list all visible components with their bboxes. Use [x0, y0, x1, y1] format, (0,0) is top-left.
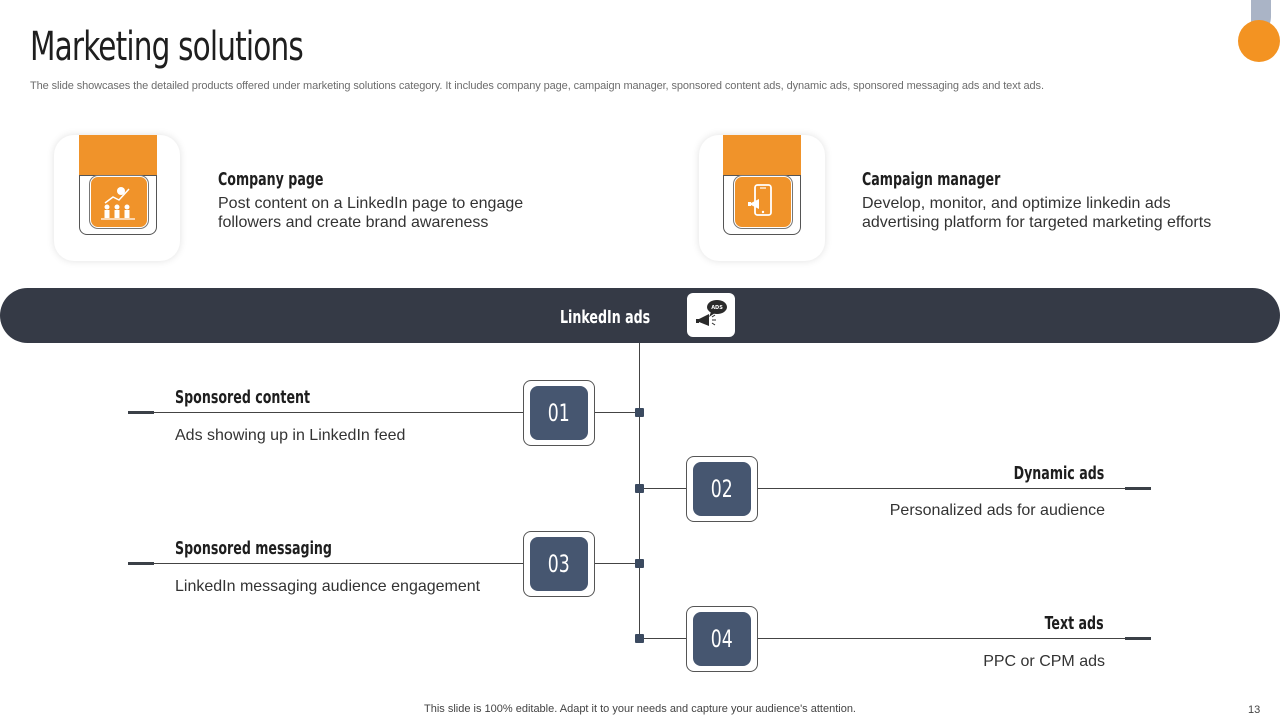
company-page-desc-line2: followers and create brand awareness [218, 214, 489, 231]
page-title: Marketing solutions [30, 24, 304, 70]
company-page-desc-line1: Post content on a LinkedIn page to engag… [218, 195, 524, 212]
item-02-end-dash [1125, 487, 1151, 490]
growth-people-icon [101, 187, 135, 220]
card-icon-box [734, 176, 792, 228]
mobile-ads-icon [748, 184, 772, 216]
company-page-card [54, 135, 180, 261]
item-01-end-dash [128, 411, 154, 414]
item-04-end-dash [1125, 637, 1151, 640]
item-03-number: 03 [548, 550, 570, 578]
card-icon-box [90, 176, 148, 228]
item-02-connector [640, 488, 1125, 489]
item-02-heading: Dynamic ads [1013, 463, 1104, 484]
item-04-number: 04 [711, 625, 733, 653]
item-04-connector [640, 638, 1125, 639]
svg-text:ADS: ADS [711, 305, 723, 311]
item-04-desc: PPC or CPM ads [983, 653, 1105, 670]
item-02-number: 02 [711, 475, 733, 503]
ads-megaphone-icon: ADS [696, 300, 727, 326]
banner-label: LinkedIn ads [560, 307, 651, 328]
item-01-badge: 01 [523, 380, 595, 446]
item-03-desc: LinkedIn messaging audience engagement [175, 578, 481, 595]
item-03-badge: 03 [523, 531, 595, 597]
item-03-connector [154, 563, 639, 564]
item-03-end-dash [128, 562, 154, 565]
campaign-manager-card [699, 135, 825, 261]
item-02-badge: 02 [686, 456, 758, 522]
item-04-node [635, 634, 644, 643]
item-01-desc: Ads showing up in LinkedIn feed [175, 427, 406, 444]
item-01-connector [154, 412, 639, 413]
card-icon-frame [723, 175, 801, 235]
corner-decoration-orange [1238, 20, 1280, 62]
linkedin-ads-banner [0, 288, 1280, 343]
banner-icon-box: ADS [687, 293, 735, 337]
footer-note: This slide is 100% editable. Adapt it to… [424, 703, 856, 715]
item-03-node [635, 559, 644, 568]
item-02-desc: Personalized ads for audience [889, 502, 1105, 519]
card-icon-frame [79, 175, 157, 235]
campaign-manager-heading: Campaign manager [862, 169, 1001, 190]
campaign-manager-desc-line2: advertising platform for targeted market… [862, 214, 1212, 231]
item-04-badge: 04 [686, 606, 758, 672]
item-03-heading: Sponsored messaging [175, 538, 332, 559]
page-number: 13 [1248, 704, 1261, 716]
item-01-number: 01 [548, 399, 570, 427]
campaign-manager-desc-line1: Develop, monitor, and optimize linkedin … [862, 195, 1171, 212]
item-01-heading: Sponsored content [175, 387, 311, 408]
item-01-node [635, 408, 644, 417]
item-04-heading: Text ads [1045, 613, 1104, 634]
slide-subtitle: The slide showcases the detailed product… [30, 80, 1044, 92]
item-02-node [635, 484, 644, 493]
company-page-heading: Company page [218, 169, 324, 190]
